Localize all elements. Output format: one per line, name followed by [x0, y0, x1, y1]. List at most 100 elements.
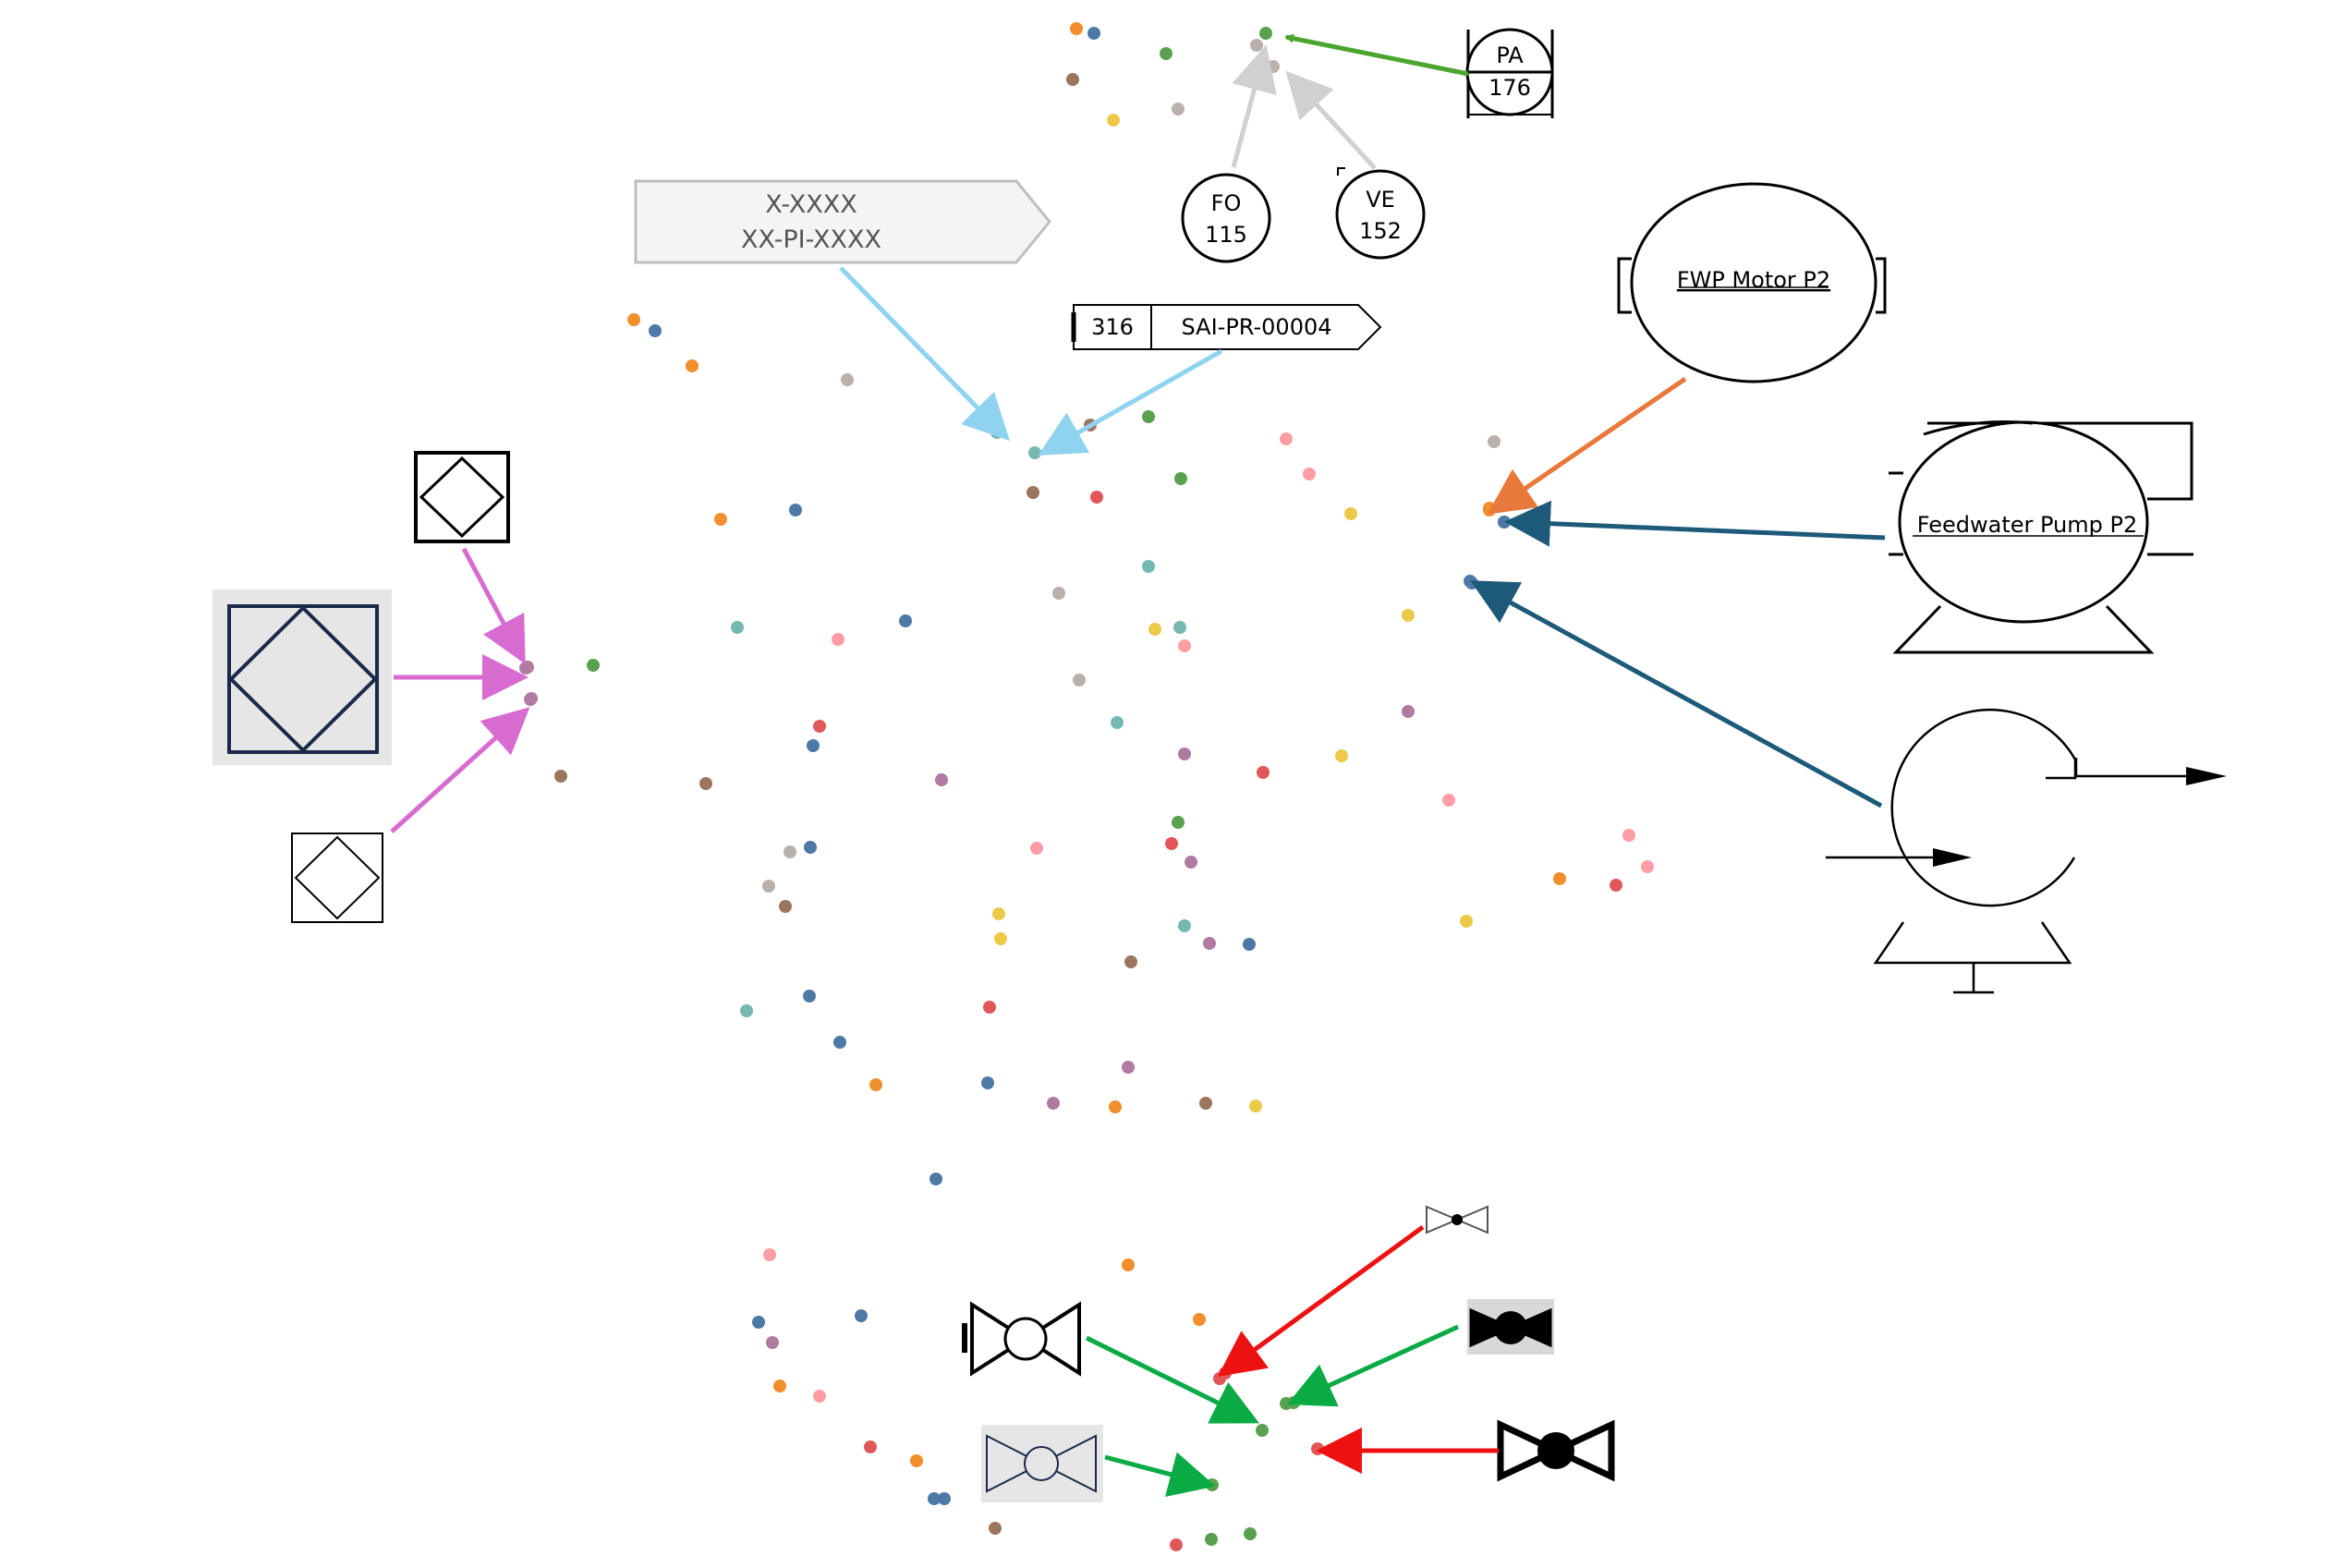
motor-label: FWP Motor P2: [1677, 267, 1830, 293]
scatter-point-pink: [1641, 860, 1654, 873]
arrow-centrifugal-pump-to-dot: [1470, 580, 1883, 808]
arrow-offpage-to-dot: [1038, 348, 1223, 456]
arrow-feedwater-pump-to-dot: [1504, 500, 1886, 547]
arrow-valve-gray-to-dot: [1104, 1452, 1216, 1497]
scatter-point-purple: [1122, 1061, 1135, 1074]
arrow-valve-small-to-dot: [1217, 1224, 1425, 1377]
scatter-point-pink: [1030, 842, 1043, 855]
scatter-point-orange: [1109, 1100, 1122, 1113]
arrow-ve-to-dot: [1285, 70, 1377, 170]
scatter-point-yellow: [1402, 609, 1415, 622]
scatter-point-blue: [929, 1173, 942, 1185]
scatter-point-blue: [833, 1036, 846, 1049]
scatter-point-teal: [1142, 560, 1155, 573]
scatter-point-orange: [869, 1078, 882, 1091]
scatter-point-blue: [899, 614, 912, 627]
scatter-point-purple: [1047, 1097, 1060, 1110]
scatter-point-yellow: [1107, 114, 1120, 127]
scatter-point-green: [1174, 472, 1187, 485]
scatter-point-orange: [1122, 1258, 1135, 1271]
scatter-point-yellow: [1148, 623, 1161, 636]
centrifugal-pump-symbol: [1826, 708, 2227, 994]
scatter-point-gray: [1172, 103, 1185, 115]
scatter-point-blue: [752, 1316, 765, 1329]
scatter-point-orange: [1553, 872, 1566, 885]
scatter-point-purple: [1402, 705, 1415, 718]
scatter-point-green: [1172, 816, 1185, 829]
scatter-point-gray: [784, 845, 796, 858]
scatter-point-blue: [1087, 27, 1100, 40]
scatter-point-brown: [554, 770, 567, 783]
fo-tag: FO: [1211, 190, 1242, 216]
scatter-point-blue: [789, 504, 802, 517]
scatter-point-purple: [1178, 748, 1191, 760]
arrow-diamond-top-to-dot: [461, 547, 526, 664]
scatter-point-brown: [1124, 955, 1137, 968]
diamond-symbol-middle: [213, 590, 392, 765]
scatter-point-orange: [714, 513, 727, 526]
scatter-point-green: [1259, 27, 1272, 40]
scatter-point-orange: [686, 359, 699, 372]
scatter-point-red: [1610, 879, 1622, 892]
scatter-point-green: [1205, 1533, 1218, 1546]
scatter-point-green: [1256, 1424, 1269, 1437]
scatter-point-orange: [773, 1380, 786, 1392]
valve-bold: [1497, 1419, 1615, 1482]
scatter-point-gray: [1052, 587, 1065, 600]
scatter-point-gray: [1267, 60, 1280, 73]
valve-open-large: [962, 1301, 1081, 1377]
arrow-flag-to-dot: [839, 266, 1010, 442]
scatter-point-red: [1311, 1442, 1324, 1455]
scatter-point-gray: [841, 373, 854, 386]
scatter-point-red: [813, 720, 826, 733]
scatter-point-brown: [699, 777, 712, 790]
scatter-point-teal: [1173, 621, 1186, 634]
scatter-point-blue: [803, 990, 816, 1003]
scatter-point-pink: [1622, 829, 1635, 842]
scatter-point-gray: [762, 880, 775, 893]
scatter-point-teal: [1178, 919, 1191, 932]
line-tag-flag: X-XXXX XX-PI-XXXX: [634, 179, 1051, 264]
scatter-point-teal: [731, 621, 744, 634]
scatter-point-yellow: [1460, 915, 1473, 928]
scatter-point-pink: [1442, 794, 1455, 807]
scatter-point-purple: [766, 1336, 779, 1349]
scatter-point-green: [1206, 1478, 1219, 1491]
instrument-pa-176: PA 176: [1465, 28, 1554, 118]
scatter-point-brown: [989, 1522, 1002, 1535]
scatter-point-gray: [1488, 435, 1501, 448]
pa-number: 176: [1488, 75, 1531, 101]
scatter-point-green: [1142, 410, 1155, 423]
scatter-point-pink: [763, 1248, 776, 1261]
scatter-point-brown: [779, 900, 792, 913]
arrow-pa-to-dot: [1284, 33, 1469, 77]
scatter-point-purple: [1185, 856, 1197, 869]
scatter-point-yellow: [992, 907, 1005, 920]
scatter-point-red: [1257, 766, 1270, 779]
diamond-symbol-top: [414, 451, 510, 543]
scatter-point-pink: [1280, 432, 1293, 445]
scatter-point-teal: [1111, 716, 1124, 729]
scatter-point-blue: [981, 1076, 994, 1089]
feedwater-pump-p2: Feedwater Pump P2: [1889, 420, 2193, 654]
scatter-point-yellow: [1344, 507, 1357, 520]
scatter-point-green: [587, 659, 600, 672]
scatter-point-orange: [1483, 502, 1496, 515]
arrow-fo-to-dot: [1231, 44, 1277, 168]
scatter-point-teal: [1028, 446, 1041, 459]
scatter-point-red: [1170, 1538, 1183, 1551]
scatter-point-gray: [1073, 674, 1086, 687]
flag-line-2: XX-PI-XXXX: [741, 225, 881, 254]
scatter-point-pink: [832, 633, 844, 646]
scatter-point-blue: [804, 841, 817, 854]
scatter-point-blue: [1498, 516, 1511, 529]
scatter-point-brown: [1066, 73, 1079, 86]
scatter-point-gray: [1250, 39, 1263, 52]
scatter-point-purple: [1203, 937, 1216, 950]
scatter-point-brown: [1199, 1097, 1212, 1110]
scatter-point-blue: [855, 1309, 868, 1322]
scatter-point-pink: [1178, 639, 1191, 652]
arrow-valve-filled-to-dot: [1286, 1324, 1460, 1407]
scatter-point-red: [1090, 491, 1103, 504]
